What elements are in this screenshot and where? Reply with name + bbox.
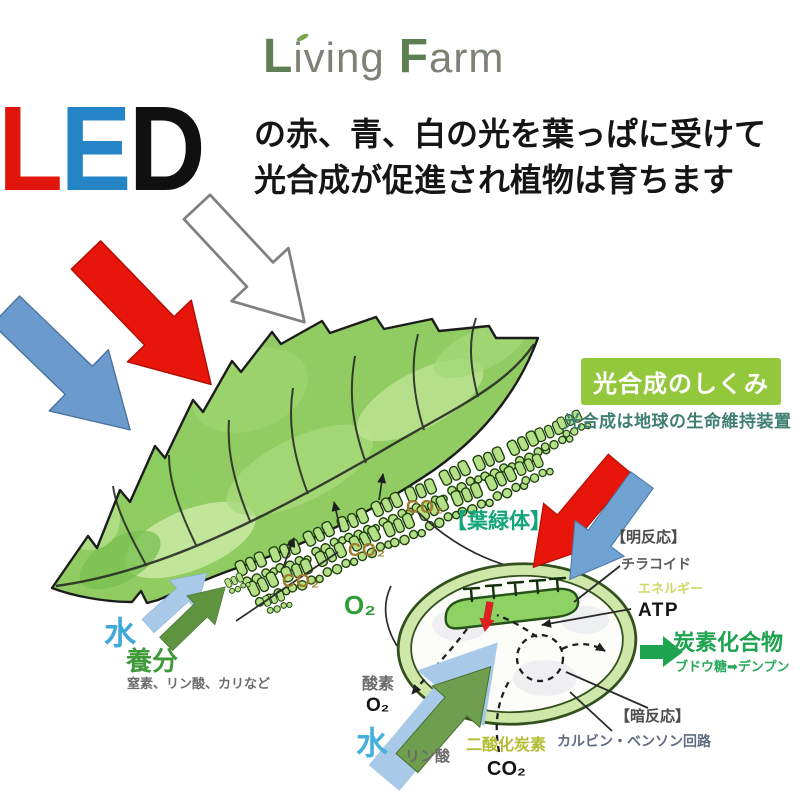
phosphate-label: リン酸 [405, 748, 451, 765]
co2-label-upper: CO₂ [406, 497, 444, 517]
chloroplast-label: 【葉緑体】 [446, 510, 551, 533]
water-input-label: 水 [356, 725, 389, 761]
thylakoid-shape [444, 587, 580, 630]
dark-reaction-label: 【暗反応】 [615, 708, 691, 725]
atp-label: ATP [638, 600, 680, 621]
led-title: LED [0, 88, 206, 209]
carbohydrate-output-arrow [640, 636, 683, 667]
thylakoid-label: チラコイド [621, 556, 691, 572]
calvin-cycle-dashes [411, 613, 606, 753]
carbon-compounds-label: 炭素化合物 [673, 630, 784, 655]
co2-label-middle: CO₂ [348, 540, 386, 560]
led-letter-e: E [60, 80, 131, 216]
photosynthesis-title-box: 光合成のしくみ [581, 358, 781, 405]
logo-farm-rest: arm [429, 34, 505, 81]
glucose-starch-label: ブドウ糖➡デンプン [675, 659, 790, 674]
water-root-label: 水 [104, 615, 137, 651]
carbon-dioxide-label: 二酸化炭素 [466, 737, 547, 754]
thylakoid-stacks [462, 576, 567, 603]
energy-label: エネルギー [638, 581, 704, 596]
headline-line1: の赤、青、白の光を葉っぱに受けて [254, 116, 767, 152]
co2-label-lower: CO₂ [282, 571, 320, 591]
light-reaction-label: 【明反応】 [611, 529, 687, 546]
living-farm-logo: Living Farm [263, 29, 504, 84]
oxygen-o2-label: O₂ [366, 695, 390, 716]
headline-line2: 光合成が促進され植物は育ちます [254, 162, 735, 199]
logo-letter-l: L [263, 30, 294, 83]
o2-label-leaf: O₂ [344, 590, 376, 620]
logo-letter-f: F [398, 30, 430, 83]
calvin-benson-label: カルビン・ベンソン回路 [557, 733, 711, 749]
logo-living-rest: iving [293, 34, 385, 81]
headline: の赤、青、白の光を葉っぱに受けて 光合成が促進され植物は育ちます [254, 111, 766, 203]
led-letter-l: L [0, 80, 63, 216]
chloroplast-leader-lines [541, 565, 649, 732]
led-letter-d: D [128, 80, 206, 216]
nutrients-detail-label: 窒素、リン酸、カリなど [127, 676, 271, 691]
nutrients-label: 養分 [126, 646, 179, 676]
leaf-veins [55, 317, 536, 588]
carbon-dioxide-co2-label: CO₂ [487, 758, 526, 780]
oxygen-label: 酸素 [362, 676, 395, 693]
photosynthesis-subtitle: 光合成は地球の生命維持装置 [564, 412, 792, 431]
